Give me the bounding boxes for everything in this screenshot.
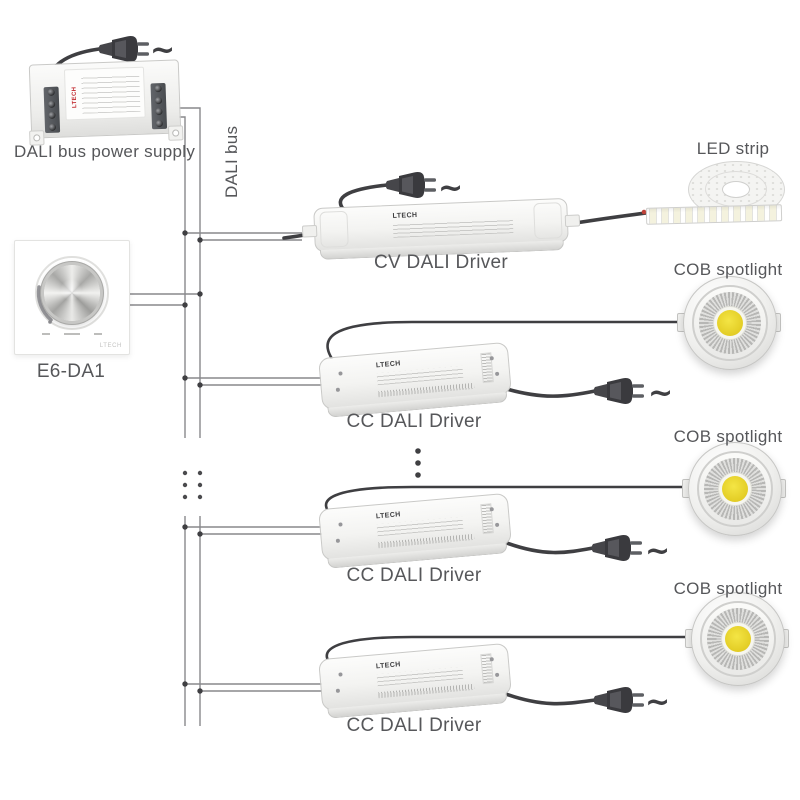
cob-spotlight — [677, 276, 781, 370]
fine-print — [392, 219, 514, 238]
screw — [489, 657, 494, 662]
bus-tap-lines — [128, 232, 334, 692]
screw — [489, 356, 494, 361]
spotlight-bezel — [688, 442, 782, 536]
led-strip — [645, 204, 783, 225]
cob-spotlight-label: COB spotlight — [673, 427, 783, 446]
more-devices-ellipsis — [415, 448, 421, 478]
led-strip-label: LED strip — [696, 139, 770, 158]
cc2-cord — [502, 540, 595, 555]
cc-driver-label: CC DALI Driver — [346, 715, 482, 736]
screw — [494, 522, 500, 528]
cob-spotlight — [682, 442, 786, 536]
cv-driver-label: CV DALI Driver — [373, 252, 509, 273]
dial-marks — [15, 333, 129, 335]
cc3-cord — [501, 691, 597, 706]
cv-dali-driver: LTECH — [301, 197, 581, 253]
dimmer-label: E6-DA1 — [36, 361, 106, 382]
cob-spotlight-label: COB spotlight — [673, 260, 783, 279]
ac-symbol: ~ — [645, 534, 671, 569]
fine-print — [81, 72, 141, 114]
cob-led — [725, 626, 751, 652]
mounting-tab — [301, 224, 318, 238]
cob-spotlight-label: COB spotlight — [673, 579, 783, 598]
power-plug — [593, 687, 644, 713]
cc1-cord — [498, 385, 597, 398]
ac-symbol: ~ — [648, 376, 674, 411]
power-plug — [385, 172, 436, 198]
barcode — [378, 683, 475, 699]
screw — [335, 538, 341, 543]
cc-driver-label: CC DALI Driver — [346, 565, 482, 586]
ac-symbol: ~ — [438, 171, 464, 206]
barcode — [378, 533, 475, 549]
knob-arc — [35, 256, 109, 330]
ac-symbol: ~ — [645, 685, 671, 720]
screw — [338, 522, 343, 527]
dali-bus-lines — [176, 107, 201, 726]
barcode — [378, 382, 475, 398]
mounting-tab — [564, 214, 581, 228]
fine-print — [376, 365, 464, 386]
terminal-block — [43, 86, 61, 134]
junction-dots — [182, 230, 203, 694]
screw — [494, 672, 500, 678]
spotlight-bezel — [683, 276, 777, 370]
screw — [489, 507, 494, 512]
fine-print — [376, 666, 464, 687]
power-plug — [98, 36, 149, 62]
power-plug — [591, 535, 642, 561]
screw — [494, 371, 500, 377]
fine-print — [376, 516, 464, 537]
dali-bus-label: DALI bus — [222, 125, 241, 198]
screw — [338, 371, 343, 376]
driver-endcap — [319, 210, 349, 248]
driver-endcap — [533, 202, 563, 240]
power-supply-label: DALI bus power supply — [14, 142, 196, 161]
ac-symbol: ~ — [150, 33, 176, 68]
e6-da1-dimmer-panel: LTECH — [14, 240, 130, 355]
spotlight-bezel — [691, 592, 785, 686]
brand-text: LTECH — [375, 511, 401, 521]
power-plug — [593, 378, 644, 404]
screw — [335, 387, 341, 392]
screw — [335, 688, 341, 693]
brand-text: LTECH — [392, 211, 418, 220]
device-label-plate: LTECH — [63, 66, 146, 121]
brand-text: LTECH — [99, 343, 122, 349]
strip-connector — [641, 209, 647, 215]
terminal-block — [150, 82, 168, 130]
cob-led — [722, 476, 748, 502]
cc-driver-label: CC DALI Driver — [346, 411, 482, 432]
brand-text: LTECH — [375, 661, 401, 671]
dali-bus-power-supply: LTECH — [28, 59, 184, 146]
brand-text: LTECH — [375, 360, 401, 370]
mounting-ear — [167, 125, 184, 141]
brand-text: LTECH — [71, 86, 79, 109]
cob-led — [717, 310, 743, 336]
screw — [338, 672, 343, 677]
cob-spotlight — [685, 592, 789, 686]
rotary-knob[interactable] — [44, 265, 100, 321]
bus-continuation-dots — [182, 470, 203, 500]
